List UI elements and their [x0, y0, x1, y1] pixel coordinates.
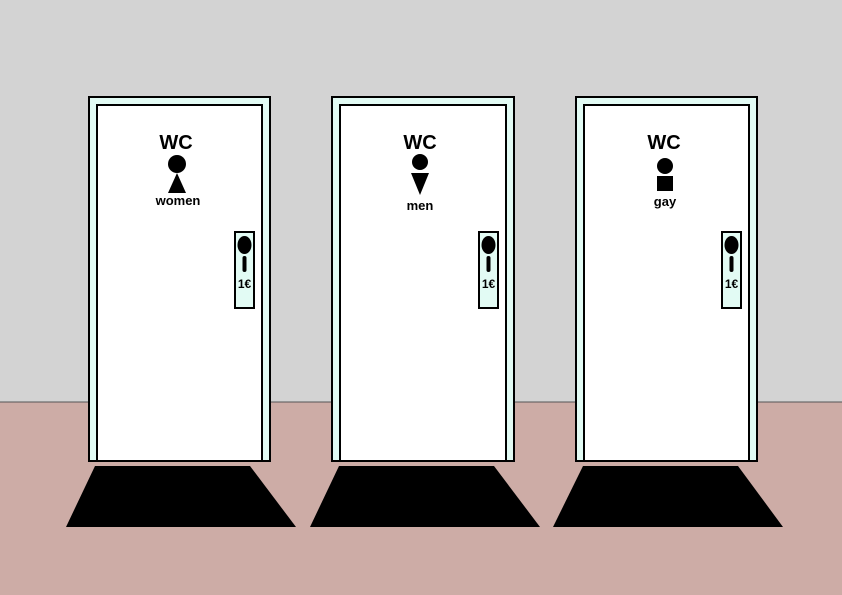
- door-women[interactable]: WC women 1€: [88, 96, 271, 462]
- coin-slot-icon[interactable]: [729, 256, 734, 272]
- door-label: women: [155, 193, 201, 208]
- price-label: 1€: [482, 277, 496, 291]
- wc-sign: WC: [647, 132, 680, 154]
- door-mat: [553, 466, 783, 527]
- wc-sign: WC: [159, 132, 192, 154]
- wc-sign: WC: [403, 132, 436, 154]
- person-head-icon: [412, 154, 428, 170]
- door-knob-icon[interactable]: [237, 236, 252, 254]
- door-men[interactable]: WC men 1€: [331, 96, 515, 462]
- door-knob-icon[interactable]: [481, 236, 496, 254]
- door-knob-icon[interactable]: [724, 236, 739, 254]
- person-head-icon: [168, 155, 186, 173]
- person-head-icon: [657, 158, 673, 174]
- price-label: 1€: [725, 277, 739, 291]
- gay-symbol-icon: [657, 176, 673, 191]
- door-mat: [310, 466, 540, 527]
- coin-slot-icon[interactable]: [486, 256, 491, 272]
- door-label: gay: [654, 194, 677, 209]
- coin-lock[interactable]: 1€: [721, 231, 742, 309]
- men-symbol-icon: [411, 173, 429, 195]
- coin-slot-icon[interactable]: [242, 256, 247, 272]
- women-symbol-icon: [168, 173, 186, 193]
- price-label: 1€: [238, 277, 252, 291]
- door-mat: [66, 466, 296, 527]
- coin-lock[interactable]: 1€: [478, 231, 499, 309]
- door-gay[interactable]: WC gay 1€: [575, 96, 758, 462]
- coin-lock[interactable]: 1€: [234, 231, 255, 309]
- door-label: men: [407, 198, 434, 213]
